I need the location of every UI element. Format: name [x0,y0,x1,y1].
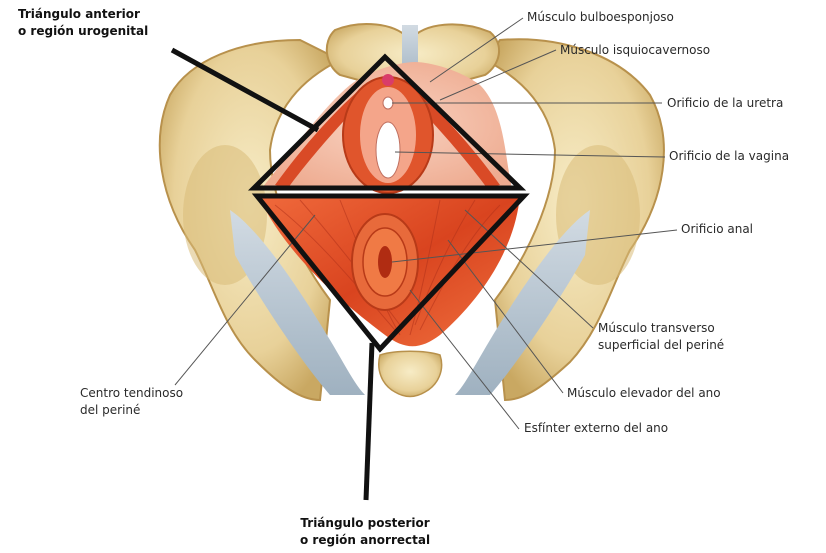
transverse-perineal-label-line1: Músculo transverso [598,320,724,337]
posterior-triangle-label: Triángulo posterior o región anorrectal [300,515,430,549]
anal-orifice-label: Orificio anal [681,221,753,238]
anal-orifice [378,246,392,278]
clitoris [382,74,394,86]
coccyx [379,351,442,396]
anterior-triangle-label-line1: Triángulo anterior [18,6,148,23]
transverse-perineal-label-line2: superficial del periné [598,337,724,354]
perineal-body-label-line1: Centro tendinoso [80,385,183,402]
ischiocavernosus-label: Músculo isquiocavernoso [560,42,710,59]
vaginal-orifice-label: Orificio de la vagina [669,148,789,165]
bulbospongiosus-label: Músculo bulboesponjoso [527,9,674,26]
transverse-perineal-label: Músculo transverso superficial del perin… [598,320,724,354]
vaginal-orifice [376,122,400,178]
anterior-triangle-label-line2: o región urogenital [18,23,148,40]
anterior-triangle-label: Triángulo anterior o región urogenital [18,6,148,40]
urethral-orifice [383,97,393,109]
urethral-orifice-label: Orificio de la uretra [667,95,783,112]
posterior-triangle-pointer [366,343,372,500]
perineal-body-label: Centro tendinoso del periné [80,385,183,419]
perineal-body-label-line2: del periné [80,402,183,419]
posterior-triangle-label-line2: o región anorrectal [300,532,430,549]
external-sphincter-label: Esfínter externo del ano [524,420,668,437]
levator-ani-label: Músculo elevador del ano [567,385,721,402]
posterior-triangle-label-line1: Triángulo posterior [300,515,430,532]
